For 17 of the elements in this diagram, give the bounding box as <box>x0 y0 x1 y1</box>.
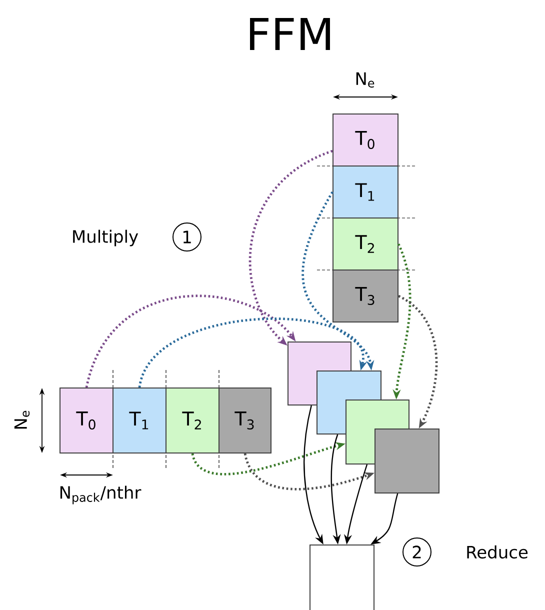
step-label: Reduce <box>467 545 528 559</box>
tile-cell: T$_{2}$ <box>166 388 220 454</box>
tile-cell: T$_{0}$ <box>332 114 398 166</box>
arrow <box>138 318 368 388</box>
dimension-label: N$_{e}$ <box>356 72 374 88</box>
dimension-label: N$_{pack}$/nthr <box>60 486 142 504</box>
tile-cell: T$_{1}$ <box>332 166 398 218</box>
tile-cell: T$_{2}$ <box>332 218 398 270</box>
dimension-label: N$_{e}$ <box>14 410 30 429</box>
tile-cell: T$_{3}$ <box>332 270 398 322</box>
title: FFM <box>250 18 330 50</box>
tile-cell: T$_{1}$ <box>112 388 166 454</box>
result-box <box>310 544 374 610</box>
tile-cell: T$_{3}$ <box>218 388 272 454</box>
product-square <box>374 428 440 494</box>
tile-cell: T$_{0}$ <box>60 388 114 454</box>
step-label: Multiply <box>73 230 138 246</box>
